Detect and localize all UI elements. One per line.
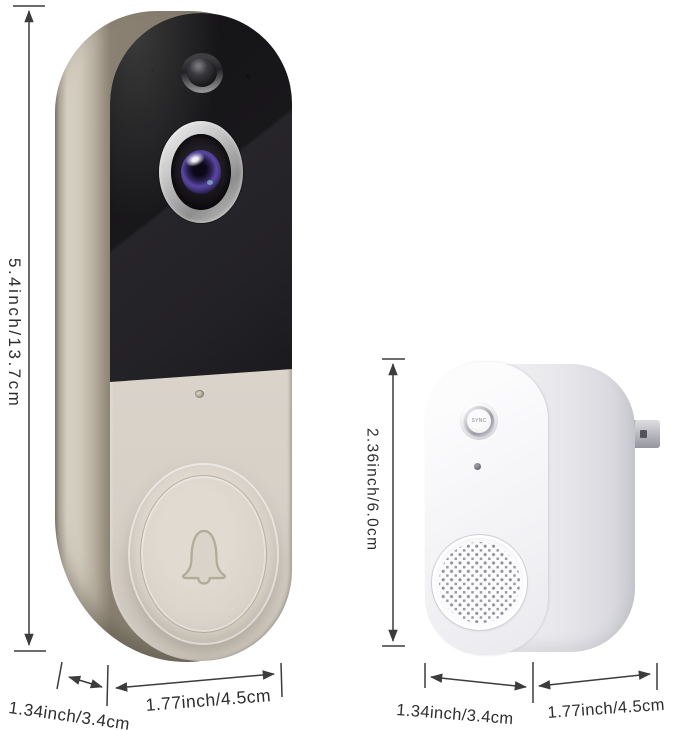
doorbell-depth-tick-left	[56, 661, 63, 690]
chime-width-label: 1.77inch/4.5cm	[546, 695, 666, 722]
doorbell-ring-button	[130, 465, 277, 643]
chime-depth-arrow	[430, 673, 527, 691]
speaker-holes	[439, 542, 520, 623]
bell-icon	[182, 529, 226, 585]
doorbell-depth-tick-right	[106, 664, 109, 707]
camera-lens-icon	[181, 150, 221, 194]
led-indicator-icon	[195, 390, 204, 398]
speaker-grille-icon	[431, 534, 528, 631]
doorbell-button-ring	[140, 475, 267, 633]
chime-led-indicator-icon	[474, 463, 481, 470]
sync-button-icon: SYNC	[467, 409, 491, 433]
mic-hole-icon	[151, 68, 155, 72]
doorbell-width-tick-right	[280, 662, 283, 698]
doorbell-width-label: 1.77inch/4.5cm	[144, 685, 272, 715]
doorbell-height-label: 5.4inch/13.7cm	[5, 258, 24, 409]
chime-width-arrow	[538, 670, 651, 690]
chime-height-label: 2.36inch/6.0cm	[363, 428, 381, 552]
doorbell-depth-arrow	[68, 675, 103, 689]
doorbell-front-face	[110, 13, 292, 661]
doorbell-depth-label: 1.34inch/3.4cm	[7, 698, 132, 730]
sync-button-label: SYNC	[471, 418, 487, 424]
plug-prong-icon	[633, 420, 660, 448]
chime-depth-label: 1.34inch/3.4cm	[395, 701, 515, 729]
motion-sensor-lens	[187, 58, 217, 87]
mic-hole-icon	[246, 74, 251, 79]
